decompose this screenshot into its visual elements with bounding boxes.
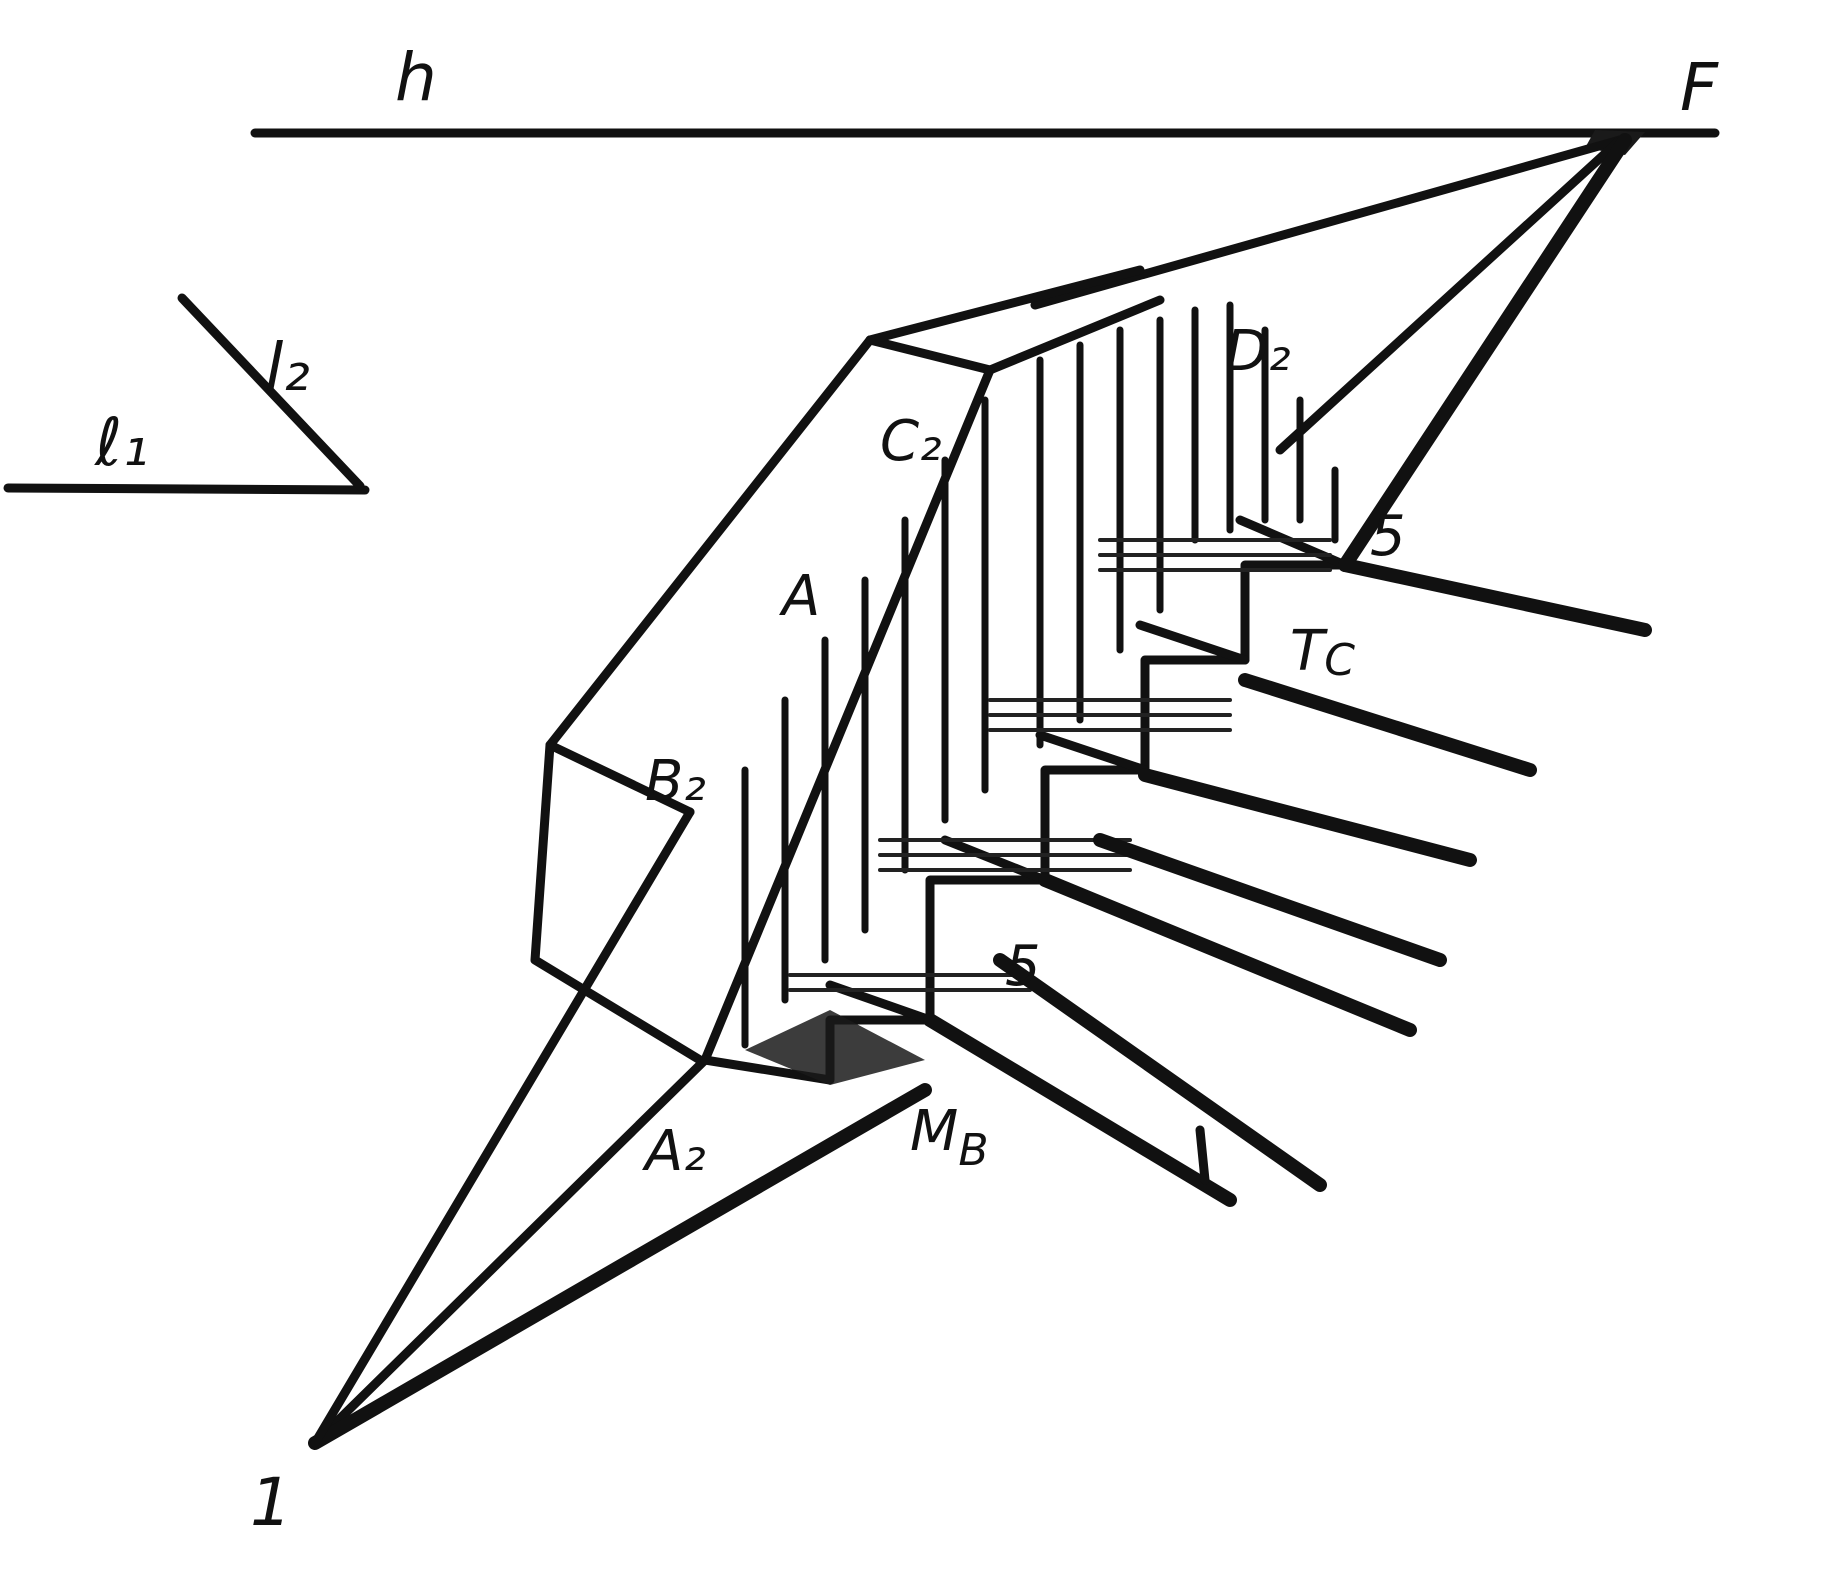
label-b2: B₂ <box>645 749 706 814</box>
label-mb-sub: B <box>958 1125 988 1176</box>
label-mb: MB <box>910 1099 989 1176</box>
ray-1-a2 <box>310 1055 710 1448</box>
ray-1-b2 <box>310 807 695 1448</box>
label-5-bottom: 5 <box>1005 934 1041 999</box>
block-top-edge <box>865 335 995 375</box>
label-tc-main: T <box>1290 619 1328 684</box>
label-a2: A₂ <box>642 1119 706 1184</box>
ray-1-mb <box>308 1083 932 1450</box>
stair-tread-shading <box>745 538 1332 1085</box>
label-tc-sub: C <box>1324 635 1355 686</box>
block-back-top-c2 <box>985 295 1165 375</box>
label-l1: ℓ₁ <box>94 404 149 481</box>
label-c2: C₂ <box>880 409 942 474</box>
block-top-back <box>865 265 1145 345</box>
label-l2: l₂ <box>265 329 310 406</box>
block-b2-edge <box>545 740 695 817</box>
label-5-top: 5 <box>1370 504 1406 569</box>
ray-f-top <box>1030 135 1625 310</box>
line-l2 <box>177 293 365 491</box>
label-f: F <box>1680 49 1719 126</box>
label-a: A <box>779 564 820 629</box>
label-tc: TC <box>1290 619 1355 686</box>
shadow-rays <box>923 558 1652 1207</box>
label-1: 1 <box>250 1464 292 1541</box>
line-l1 <box>3 483 370 495</box>
label-mb-main: M <box>910 1099 958 1164</box>
label-d2: D₂ <box>1225 319 1291 384</box>
front-face-hatching <box>741 301 1339 1049</box>
ray-f-d2 <box>1275 135 1625 455</box>
label-h: h <box>395 39 437 116</box>
ray-f-right <box>1338 133 1632 572</box>
block-left-outline <box>530 335 875 1065</box>
